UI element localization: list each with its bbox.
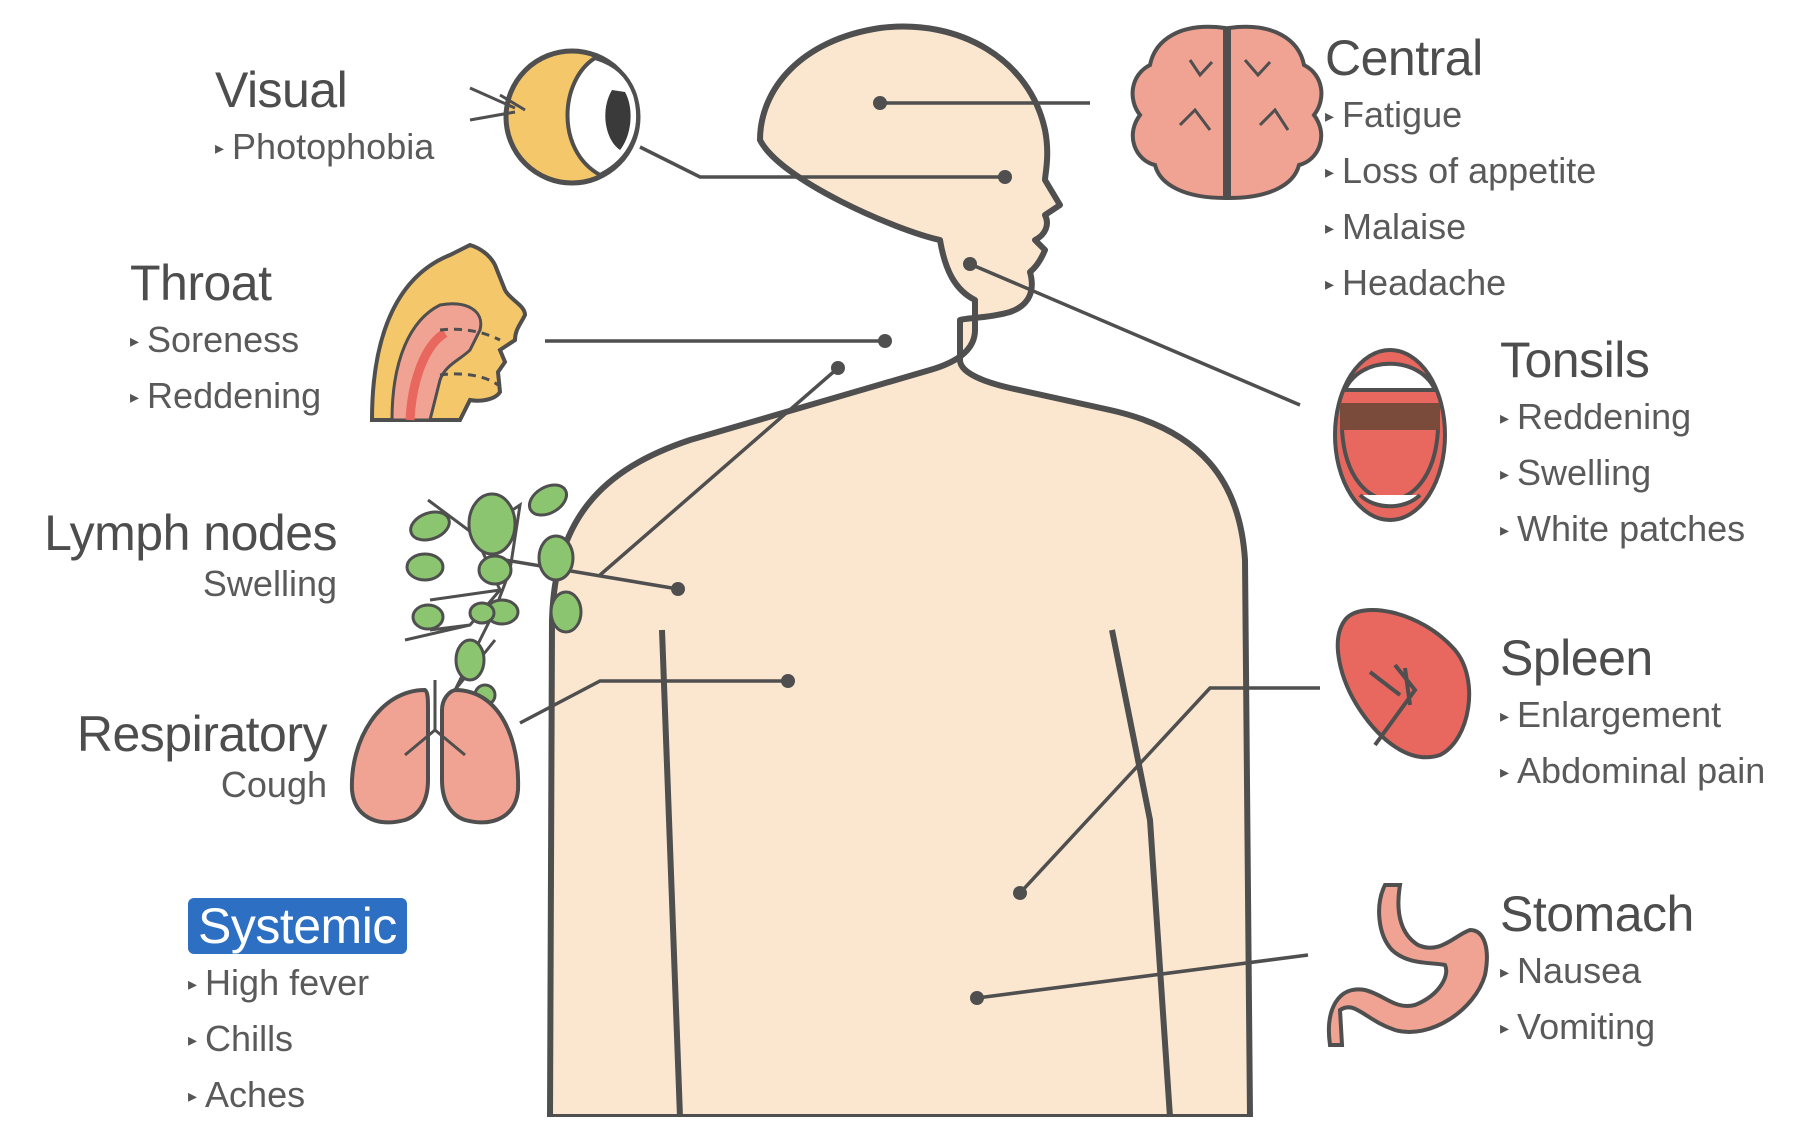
- systemic-list: ▸ High fever ▸ Chills ▸ Aches: [188, 958, 407, 1126]
- spleen-item: ▸ Abdominal pain: [1500, 746, 1765, 802]
- central-item-text: Fatigue: [1342, 94, 1462, 135]
- central-item: ▸ Headache: [1325, 258, 1596, 314]
- brain-icon: [1133, 27, 1322, 198]
- central-item-text: Headache: [1342, 262, 1506, 303]
- dot-respiratory: [781, 674, 795, 688]
- tonsils-list: ▸ Reddening ▸ Swelling ▸ White patches: [1500, 392, 1745, 560]
- throat-item-text: Soreness: [147, 319, 299, 360]
- bullet-icon: ▸: [188, 974, 197, 994]
- throat-item-text: Reddening: [147, 375, 321, 416]
- respiratory-item: Cough: [40, 762, 327, 808]
- throat-title: Throat: [130, 255, 321, 311]
- systemic-item-text: Chills: [205, 1018, 293, 1059]
- central-item: ▸ Malaise: [1325, 202, 1596, 258]
- stomach-group: Stomach ▸ Nausea ▸ Vomiting: [1500, 886, 1694, 1058]
- tonsils-item: ▸ Swelling: [1500, 448, 1745, 504]
- respiratory-title: Respiratory: [40, 706, 327, 762]
- bullet-icon: ▸: [1500, 408, 1509, 428]
- tonsils-title: Tonsils: [1500, 332, 1745, 388]
- bullet-icon: ▸: [1500, 962, 1509, 982]
- spleen-list: ▸ Enlargement ▸ Abdominal pain: [1500, 690, 1765, 802]
- bullet-icon: ▸: [1500, 520, 1509, 540]
- systemic-item-text: High fever: [205, 962, 369, 1003]
- systemic-item: ▸ Chills: [188, 1014, 407, 1070]
- tonsils-item: ▸ Reddening: [1500, 392, 1745, 448]
- dot-stomach: [970, 991, 984, 1005]
- lymph-item: Swelling: [10, 561, 337, 607]
- systemic-item: ▸ Aches: [188, 1070, 407, 1126]
- stomach-title: Stomach: [1500, 886, 1694, 942]
- bullet-icon: ▸: [1500, 1018, 1509, 1038]
- dot-lymph-neck: [831, 361, 845, 375]
- bullet-icon: ▸: [215, 138, 224, 158]
- tonsils-item-text: Reddening: [1517, 396, 1691, 437]
- throat-item: ▸ Soreness: [130, 315, 321, 371]
- spleen-item-text: Abdominal pain: [1517, 750, 1765, 791]
- visual-item-text: Photophobia: [232, 126, 434, 167]
- stomach-list: ▸ Nausea ▸ Vomiting: [1500, 946, 1694, 1058]
- spleen-item-text: Enlargement: [1517, 694, 1721, 735]
- systemic-item: ▸ High fever: [188, 958, 407, 1014]
- tonsils-item-text: Swelling: [1517, 452, 1651, 493]
- stomach-item: ▸ Nausea: [1500, 946, 1694, 1002]
- central-group: Central ▸ Fatigue ▸ Loss of appetite ▸ Mala…: [1325, 30, 1596, 314]
- bullet-icon: ▸: [1325, 218, 1334, 238]
- tonsils-group: Tonsils ▸ Reddening ▸ Swelling ▸ White patc…: [1500, 332, 1745, 560]
- stomach-item-text: Vomiting: [1517, 1006, 1655, 1047]
- visual-item: ▸ Photophobia: [215, 122, 434, 178]
- tonsils-item-text: White patches: [1517, 508, 1745, 549]
- dot-central: [873, 96, 887, 110]
- visual-group: Visual ▸ Photophobia: [215, 62, 434, 178]
- respiratory-group: Respiratory Cough: [40, 706, 327, 808]
- bullet-icon: ▸: [188, 1030, 197, 1050]
- bullet-icon: ▸: [1500, 706, 1509, 726]
- central-title: Central: [1325, 30, 1596, 86]
- systemic-title: Systemic: [188, 898, 407, 954]
- dot-visual: [998, 170, 1012, 184]
- throat-list: ▸ Soreness ▸ Reddening: [130, 315, 321, 427]
- spleen-item: ▸ Enlargement: [1500, 690, 1765, 746]
- central-item-text: Malaise: [1342, 206, 1466, 247]
- tonsils-item: ▸ White patches: [1500, 504, 1745, 560]
- visual-list: ▸ Photophobia: [215, 122, 434, 178]
- bullet-icon: ▸: [1500, 762, 1509, 782]
- central-list: ▸ Fatigue ▸ Loss of appetite ▸ Malaise ▸ Hea…: [1325, 90, 1596, 314]
- bullet-icon: ▸: [188, 1086, 197, 1106]
- leader-tonsils: [970, 264, 1300, 405]
- dot-tonsils: [963, 257, 977, 271]
- visual-title: Visual: [215, 62, 434, 118]
- lymph-group: Lymph nodes Swelling: [10, 505, 337, 607]
- central-item: ▸ Loss of appetite: [1325, 146, 1596, 202]
- stomach-icon: [1329, 885, 1487, 1045]
- bullet-icon: ▸: [1325, 106, 1334, 126]
- central-item: ▸ Fatigue: [1325, 90, 1596, 146]
- dot-spleen: [1013, 886, 1027, 900]
- stomach-item-text: Nausea: [1517, 950, 1641, 991]
- systemic-item-text: Aches: [205, 1074, 305, 1115]
- spleen-group: Spleen ▸ Enlargement ▸ Abdominal pain: [1500, 630, 1765, 802]
- lymph-title: Lymph nodes: [10, 505, 337, 561]
- spleen-icon: [1338, 610, 1469, 757]
- stomach-item: ▸ Vomiting: [1500, 1002, 1694, 1058]
- dot-throat: [878, 334, 892, 348]
- bullet-icon: ▸: [1325, 274, 1334, 294]
- bullet-icon: ▸: [1500, 464, 1509, 484]
- throat-icon: [372, 245, 525, 420]
- mouth-icon: [1335, 350, 1445, 520]
- systemic-group: Systemic ▸ High fever ▸ Chills ▸ Aches: [188, 898, 407, 1126]
- central-item-text: Loss of appetite: [1342, 150, 1596, 191]
- bullet-icon: ▸: [1325, 162, 1334, 182]
- body-silhouette: [550, 27, 1250, 1117]
- throat-item: ▸ Reddening: [130, 371, 321, 427]
- throat-group: Throat ▸ Soreness ▸ Reddening: [130, 255, 321, 427]
- bullet-icon: ▸: [130, 331, 139, 351]
- bullet-icon: ▸: [130, 387, 139, 407]
- spleen-title: Spleen: [1500, 630, 1765, 686]
- eye-icon: [470, 51, 638, 183]
- dot-lymph: [671, 582, 685, 596]
